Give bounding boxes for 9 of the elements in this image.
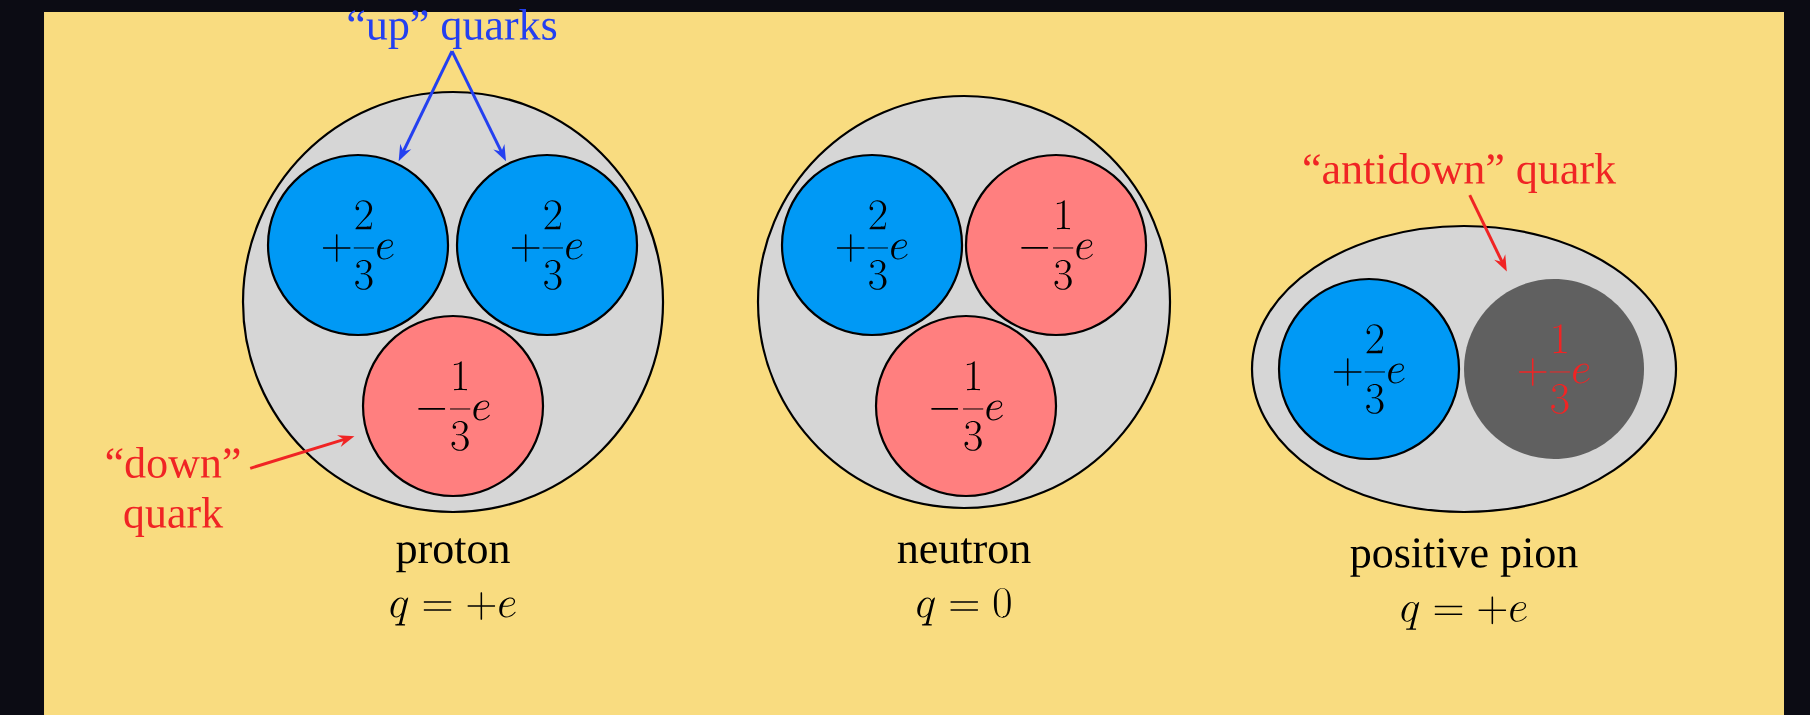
charge-formula: $q = 0$ xyxy=(917,587,1011,626)
particle-name: neutron xyxy=(897,538,1031,564)
callout-text: “antidown” quark xyxy=(1304,153,1617,193)
particle-name: proton xyxy=(396,538,510,573)
charge-formula: $q = +e$ xyxy=(390,592,516,626)
callout-text: “down” quark xyxy=(106,447,240,537)
particle-name: positive pion xyxy=(1350,538,1578,577)
charge-formula: $q = +e$ xyxy=(1401,596,1527,630)
callout-text: “up” quarks xyxy=(348,9,557,49)
